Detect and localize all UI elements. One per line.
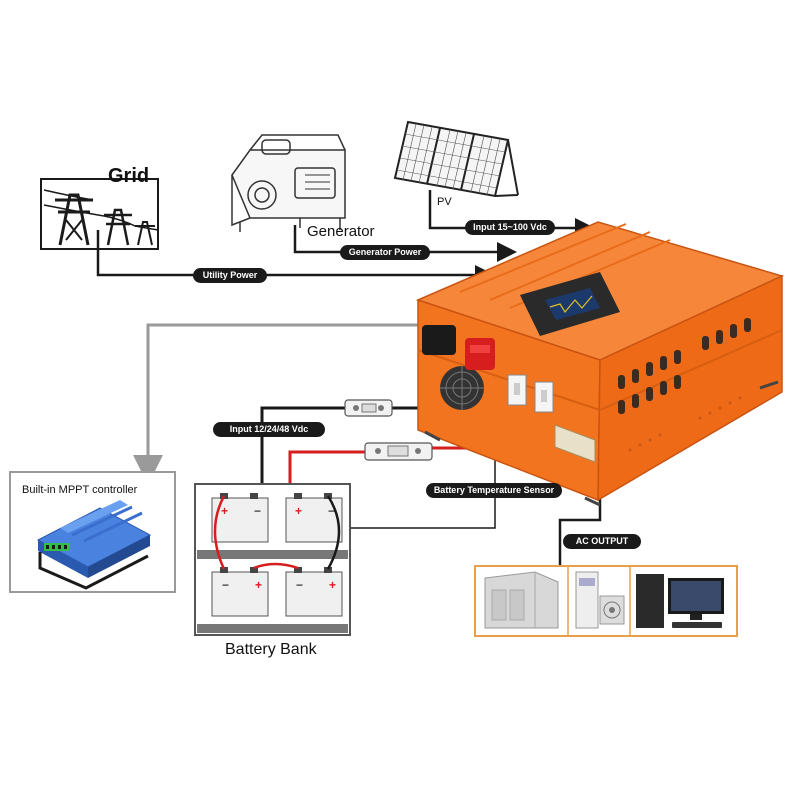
mppt-connection-line: [133, 323, 420, 485]
battery-negative-cable: [260, 399, 440, 495]
svg-text:−: −: [296, 578, 303, 592]
grid-tower-icon: [40, 178, 159, 250]
generator-power-line: [293, 225, 517, 262]
solar-panel-icon: [393, 120, 519, 198]
air-conditioner-icon: [575, 571, 625, 629]
utility-power-line: [96, 230, 495, 285]
ac-output-line: [558, 480, 602, 565]
mppt-label: Built-in MPPT controller: [22, 484, 138, 496]
svg-text:−: −: [222, 578, 229, 592]
battery-icon: + + + + − − − −: [211, 493, 343, 617]
svg-text:−: −: [328, 504, 335, 518]
grid-label: Grid: [108, 165, 150, 187]
mppt-controller-icon: [36, 500, 152, 590]
server-cabinet-icon: [484, 571, 559, 629]
svg-text:+: +: [329, 578, 336, 592]
pv-label: PV: [437, 196, 452, 208]
generator-icon: [231, 134, 346, 232]
battery-input-label: Input 12/24/48 Vdc: [213, 422, 325, 437]
generator-power-label: Generator Power: [340, 245, 430, 260]
ac-output-label: AC OUTPUT: [563, 534, 641, 549]
battery-bank-label: Battery Bank: [225, 641, 317, 658]
generator-label: Generator: [307, 223, 375, 240]
utility-power-label: Utility Power: [193, 268, 267, 283]
svg-text:+: +: [255, 578, 262, 592]
svg-text:+: +: [295, 504, 302, 518]
inverter-icon: [415, 221, 785, 507]
svg-text:−: −: [254, 504, 261, 518]
temp-sensor-label: Battery Temperature Sensor: [426, 483, 562, 498]
desktop-computer-icon: [636, 574, 724, 628]
pv-input-label: Input 15~100 Vdc: [465, 220, 555, 235]
svg-text:+: +: [221, 504, 228, 518]
